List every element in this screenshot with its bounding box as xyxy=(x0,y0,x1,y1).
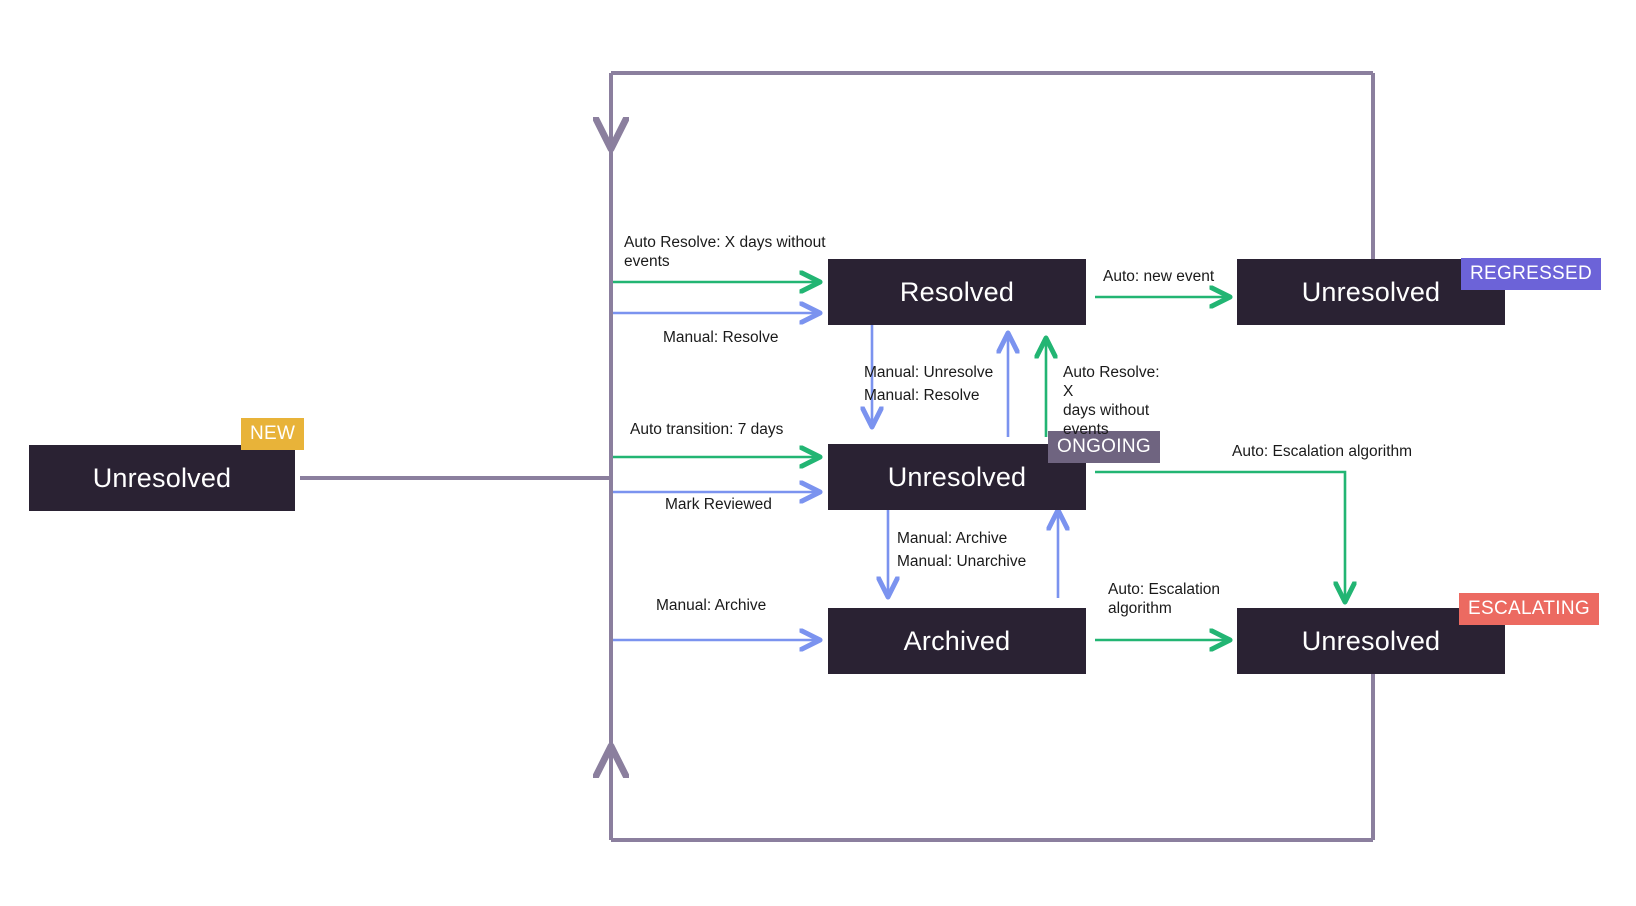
edge-label-manual-unarchive-mid: Manual: Unarchive xyxy=(897,553,1027,570)
edge-label-manual-resolve-top: Manual: Resolve xyxy=(663,329,779,346)
node-label: Archived xyxy=(903,625,1011,656)
node-regressed-unresolved[interactable]: Unresolved xyxy=(1237,259,1505,325)
edge-label-auto-escalation-low: Auto: Escalation algorithm xyxy=(1108,581,1221,617)
edge-label-mark-reviewed: Mark Reviewed xyxy=(665,496,772,513)
node-label: Unresolved xyxy=(1301,625,1441,656)
node-archived[interactable]: Archived xyxy=(828,608,1086,674)
edge-label-manual-resolve-mid: Manual: Resolve xyxy=(864,387,980,404)
badge-escalating: ESCALATING xyxy=(1459,593,1599,625)
badge-regressed: REGRESSED xyxy=(1461,258,1602,290)
edge-label-auto-resolve-top: Auto Resolve: X days without events xyxy=(624,234,826,270)
node-label: Resolved xyxy=(899,276,1015,307)
badge-new: NEW xyxy=(241,418,305,450)
badge-ongoing: ONGOING xyxy=(1048,431,1160,463)
edge-label-manual-unresolve-mid: Manual: Unresolve xyxy=(864,364,994,381)
node-ongoing-unresolved[interactable]: Unresolved xyxy=(828,444,1086,510)
edge-label-auto-transition-7d: Auto transition: 7 days xyxy=(630,421,784,438)
edge-label-manual-archive-mid: Manual: Archive xyxy=(897,530,1008,547)
edge-label-auto-new-event: Auto: new event xyxy=(1103,268,1215,285)
edge-label-manual-archive-low: Manual: Archive xyxy=(656,597,767,614)
node-label: Unresolved xyxy=(92,462,232,493)
node-label: Unresolved xyxy=(1301,276,1441,307)
edge-label-auto-resolve-mid: Auto Resolve: X days without events xyxy=(1063,364,1160,438)
node-resolved[interactable]: Resolved xyxy=(828,259,1086,325)
node-label: Unresolved xyxy=(887,461,1027,492)
node-new-unresolved[interactable]: Unresolved xyxy=(29,445,295,511)
edge-label-auto-escalation-top: Auto: Escalation algorithm xyxy=(1232,443,1413,460)
